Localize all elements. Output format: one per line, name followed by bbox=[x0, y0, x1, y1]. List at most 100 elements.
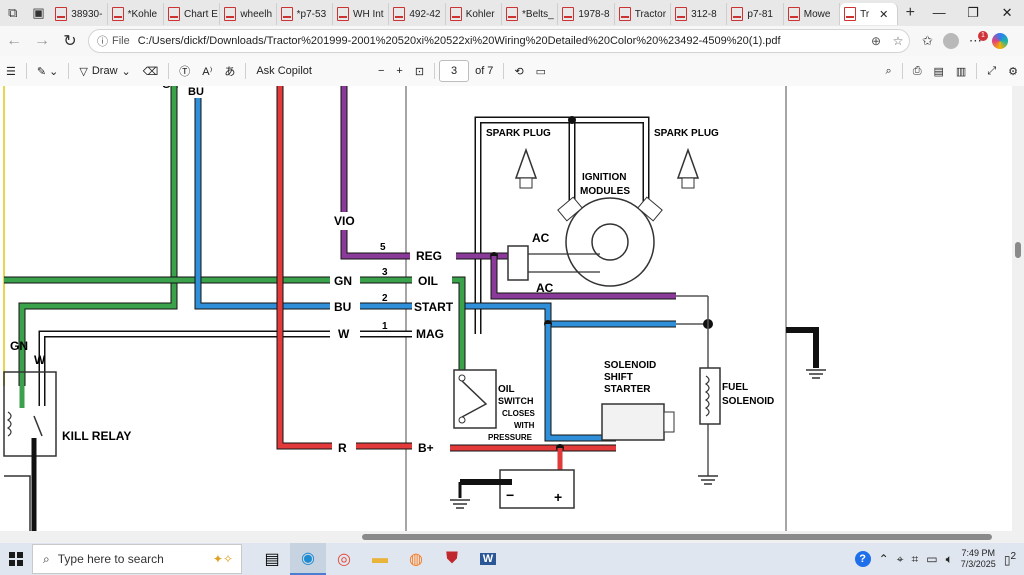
info-icon[interactable]: ⓘ bbox=[97, 36, 108, 48]
shield-app-icon[interactable]: ⛊ bbox=[445, 550, 458, 567]
close-window-icon[interactable]: ✕ bbox=[1001, 5, 1013, 20]
close-tab-icon[interactable]: ✕ bbox=[879, 8, 889, 21]
pdf-icon bbox=[675, 7, 688, 21]
chrome-app-icon[interactable]: ◎ bbox=[337, 551, 351, 568]
ask-copilot-button[interactable]: Ask Copilot bbox=[256, 65, 312, 77]
help-icon[interactable]: ? bbox=[854, 551, 871, 567]
oil-switch-contact bbox=[458, 374, 466, 382]
favorite-star-icon[interactable]: ☆ bbox=[892, 34, 904, 48]
pdf-icon bbox=[393, 7, 406, 21]
violet-wire bbox=[341, 230, 410, 259]
highlight-icon[interactable]: ✎ ⌄ bbox=[36, 65, 59, 78]
page-view-icon[interactable]: ▭ bbox=[535, 65, 547, 78]
zoom-out-icon[interactable]: − bbox=[377, 65, 385, 77]
file-explorer-app-icon[interactable]: ▬ bbox=[372, 550, 388, 567]
translate-icon[interactable]: あ bbox=[224, 66, 236, 78]
divider bbox=[503, 63, 505, 79]
address-bar[interactable]: ⓘ File C:/Users/dickf/Downloads/Tractor%… bbox=[88, 29, 910, 53]
tab[interactable]: *Belts_ bbox=[502, 3, 559, 25]
clock-date: 7/3/2025 bbox=[960, 559, 996, 569]
blue-to-solenoid bbox=[545, 324, 616, 441]
tab[interactable]: wheelh bbox=[220, 3, 277, 25]
favorites-icon[interactable]: ✩ bbox=[922, 33, 933, 48]
vertical-scroll-thumb[interactable] bbox=[1015, 242, 1021, 258]
tab[interactable]: 38930- bbox=[51, 3, 108, 25]
tab[interactable]: p7-81 bbox=[727, 3, 784, 25]
tab-actions-icon[interactable]: ▣ bbox=[32, 5, 45, 20]
zoom-in-icon[interactable]: + bbox=[396, 65, 403, 77]
battery-minus-label: − bbox=[506, 487, 514, 503]
tab[interactable]: Chart E bbox=[164, 3, 221, 25]
fullscreen-icon[interactable]: ⤢ bbox=[987, 64, 997, 77]
tab[interactable]: Tractor bbox=[615, 3, 672, 25]
contents-icon[interactable]: ☰ bbox=[6, 65, 16, 78]
read-aloud-icon[interactable]: A⁾ bbox=[202, 65, 213, 78]
wire-5-label: 5 bbox=[380, 242, 386, 253]
tab[interactable]: 312-8 bbox=[671, 3, 728, 25]
draw-button[interactable]: ▽Draw⌄ bbox=[73, 56, 136, 86]
tab-label: Tr bbox=[860, 8, 870, 20]
search-icon[interactable]: ⌕ bbox=[885, 64, 892, 77]
copilot-icon[interactable] bbox=[991, 33, 1008, 49]
solenoid-label-2: SHIFT bbox=[604, 372, 633, 383]
save-as-icon[interactable]: ▥ bbox=[955, 65, 967, 78]
taskbar-search-box[interactable]: ⌕ Type here to search ✦✧ bbox=[32, 544, 242, 574]
tab[interactable]: 492-42 bbox=[389, 3, 446, 25]
r-mid-label: R bbox=[338, 441, 347, 455]
new-tab-icon[interactable]: + bbox=[905, 4, 915, 21]
profile-avatar[interactable] bbox=[942, 33, 959, 49]
blue-wire-outline bbox=[194, 98, 330, 310]
tab-label: Chart E bbox=[183, 8, 218, 20]
pdf-icon bbox=[562, 7, 575, 21]
w-left-label: W bbox=[34, 353, 46, 367]
word-app-icon[interactable]: W bbox=[470, 543, 506, 575]
refresh-icon[interactable]: ↻ bbox=[63, 33, 77, 50]
volume-icon[interactable]: 🔈︎ bbox=[945, 551, 953, 566]
print-icon[interactable]: ⎙ bbox=[912, 64, 922, 77]
notifications-icon[interactable]: ▯2 bbox=[1003, 551, 1016, 567]
oil-switch-label-2: SWITCH bbox=[498, 396, 534, 406]
location-icon[interactable]: ⌖ bbox=[896, 551, 904, 566]
tab[interactable]: *p7-53 bbox=[277, 3, 333, 25]
oil-switch-contact bbox=[458, 416, 466, 424]
workspaces-icon[interactable]: ⧉ bbox=[8, 5, 18, 20]
wire-3-label: 3 bbox=[382, 267, 388, 278]
tab[interactable]: 1978-8 bbox=[558, 3, 615, 25]
tab[interactable]: Kohler bbox=[446, 3, 503, 25]
forward-icon[interactable]: → bbox=[34, 32, 50, 49]
fit-page-icon[interactable]: ⊡ bbox=[414, 65, 425, 78]
pdf-page-viewer[interactable]: GN BU VIO GN BU W R 5 3 2 bbox=[0, 86, 1012, 531]
clock[interactable]: 7:49 PM 7/3/2025 bbox=[961, 548, 996, 570]
start-button[interactable] bbox=[0, 543, 32, 575]
eraser-icon[interactable]: ⌫ bbox=[142, 65, 159, 78]
network-icon[interactable]: ⌗ bbox=[911, 551, 919, 566]
restore-icon[interactable]: ❐ bbox=[967, 5, 979, 20]
zoom-icon[interactable]: ⊕ bbox=[870, 34, 882, 48]
show-hidden-icons-icon[interactable]: ⌃ bbox=[878, 552, 889, 566]
back-icon[interactable]: ← bbox=[6, 32, 22, 49]
tab-label: *Kohle bbox=[127, 8, 158, 20]
tab[interactable]: Mowe bbox=[784, 3, 841, 25]
page-number-input[interactable]: 3 bbox=[439, 60, 470, 82]
url-text[interactable]: C:/Users/dickf/Downloads/Tractor%201999-… bbox=[137, 35, 781, 47]
save-icon[interactable]: ▤ bbox=[933, 65, 944, 78]
battery-icon[interactable]: ▭ bbox=[926, 552, 938, 566]
vertical-scrollbar[interactable] bbox=[1012, 86, 1024, 531]
horizontal-scrollbar[interactable] bbox=[0, 531, 1024, 543]
rotate-icon[interactable]: ⟲ bbox=[514, 65, 524, 78]
task-view-icon[interactable]: ▤ bbox=[264, 551, 280, 568]
firefox-app-icon[interactable]: ◍ bbox=[409, 551, 423, 568]
ignition-label: IGNITION bbox=[582, 172, 626, 183]
text-icon[interactable]: Ⓣ bbox=[179, 66, 191, 78]
settings-gear-icon[interactable]: ⚙ bbox=[1008, 65, 1018, 78]
minimize-icon[interactable]: — bbox=[932, 5, 946, 20]
wire-2-label: 2 bbox=[382, 293, 388, 304]
violet-wire-outline bbox=[340, 230, 410, 260]
white-wire bbox=[476, 118, 574, 334]
more-menu-icon[interactable]: ⋯ bbox=[969, 31, 988, 49]
tab[interactable]: *Kohle bbox=[108, 3, 164, 25]
horizontal-scroll-thumb[interactable] bbox=[362, 534, 992, 540]
tab[interactable]: WH Int bbox=[333, 3, 390, 25]
tab-active[interactable]: Tr ✕ bbox=[840, 3, 899, 25]
edge-app-icon[interactable]: ◉ bbox=[290, 543, 326, 575]
